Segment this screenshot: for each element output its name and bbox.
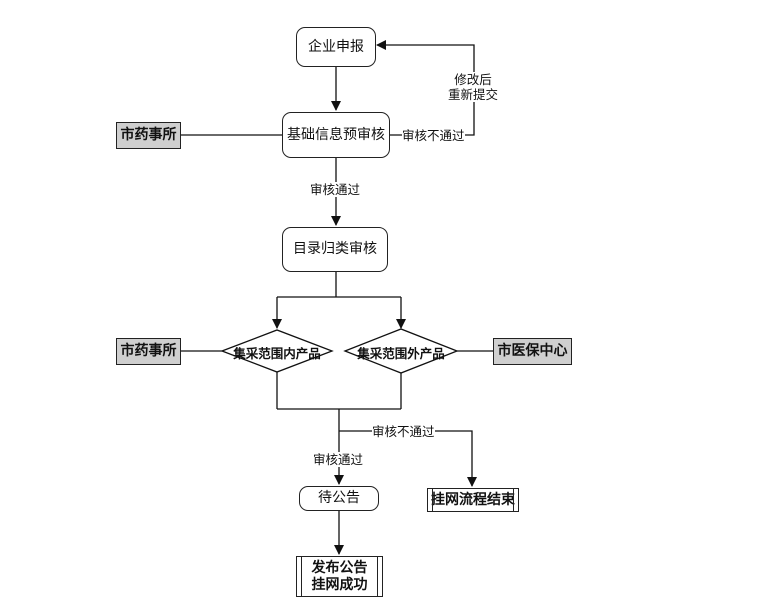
- node-basic-info-review: 基础信息预审核: [282, 112, 390, 158]
- node-catalog-review-label: 目录归类审核: [293, 241, 377, 257]
- side-box-medical-insurance-center-label: 市医保中心: [497, 343, 568, 359]
- edge-label-reject-top: 审核不通过: [402, 128, 465, 143]
- node-pending-notice-label: 待公告: [318, 490, 360, 506]
- node-enterprise-report-label: 企业申报: [308, 38, 364, 55]
- node-basic-info-review-label: 基础信息预审核: [287, 126, 385, 143]
- edge-label-modify-resubmit: 修改后 重新提交: [444, 72, 502, 102]
- diamond-in-scope-label: 集采范围内产品: [233, 346, 321, 361]
- diamond-out-scope-label: 集采范围外产品: [357, 346, 445, 361]
- node-publish-notice: 发布公告 挂网成功: [296, 556, 383, 597]
- edge-label-reject-bottom: 审核不通过: [372, 424, 435, 439]
- side-box-pharma-office-top-label: 市药事所: [120, 127, 177, 143]
- side-box-medical-insurance-center: 市医保中心: [493, 338, 572, 365]
- edge-label-pass-bottom: 审核通过: [313, 452, 364, 467]
- side-box-pharma-office-mid-label: 市药事所: [120, 343, 177, 359]
- node-catalog-review: 目录归类审核: [282, 227, 388, 272]
- node-listing-end: 挂网流程结束: [427, 488, 519, 512]
- node-pending-notice: 待公告: [299, 486, 379, 511]
- side-box-pharma-office-mid: 市药事所: [116, 338, 181, 365]
- node-enterprise-report: 企业申报: [296, 27, 376, 67]
- side-box-pharma-office-top: 市药事所: [116, 122, 181, 149]
- diamond-in-scope: [220, 329, 334, 373]
- edge-label-pass-top: 审核通过: [310, 182, 361, 197]
